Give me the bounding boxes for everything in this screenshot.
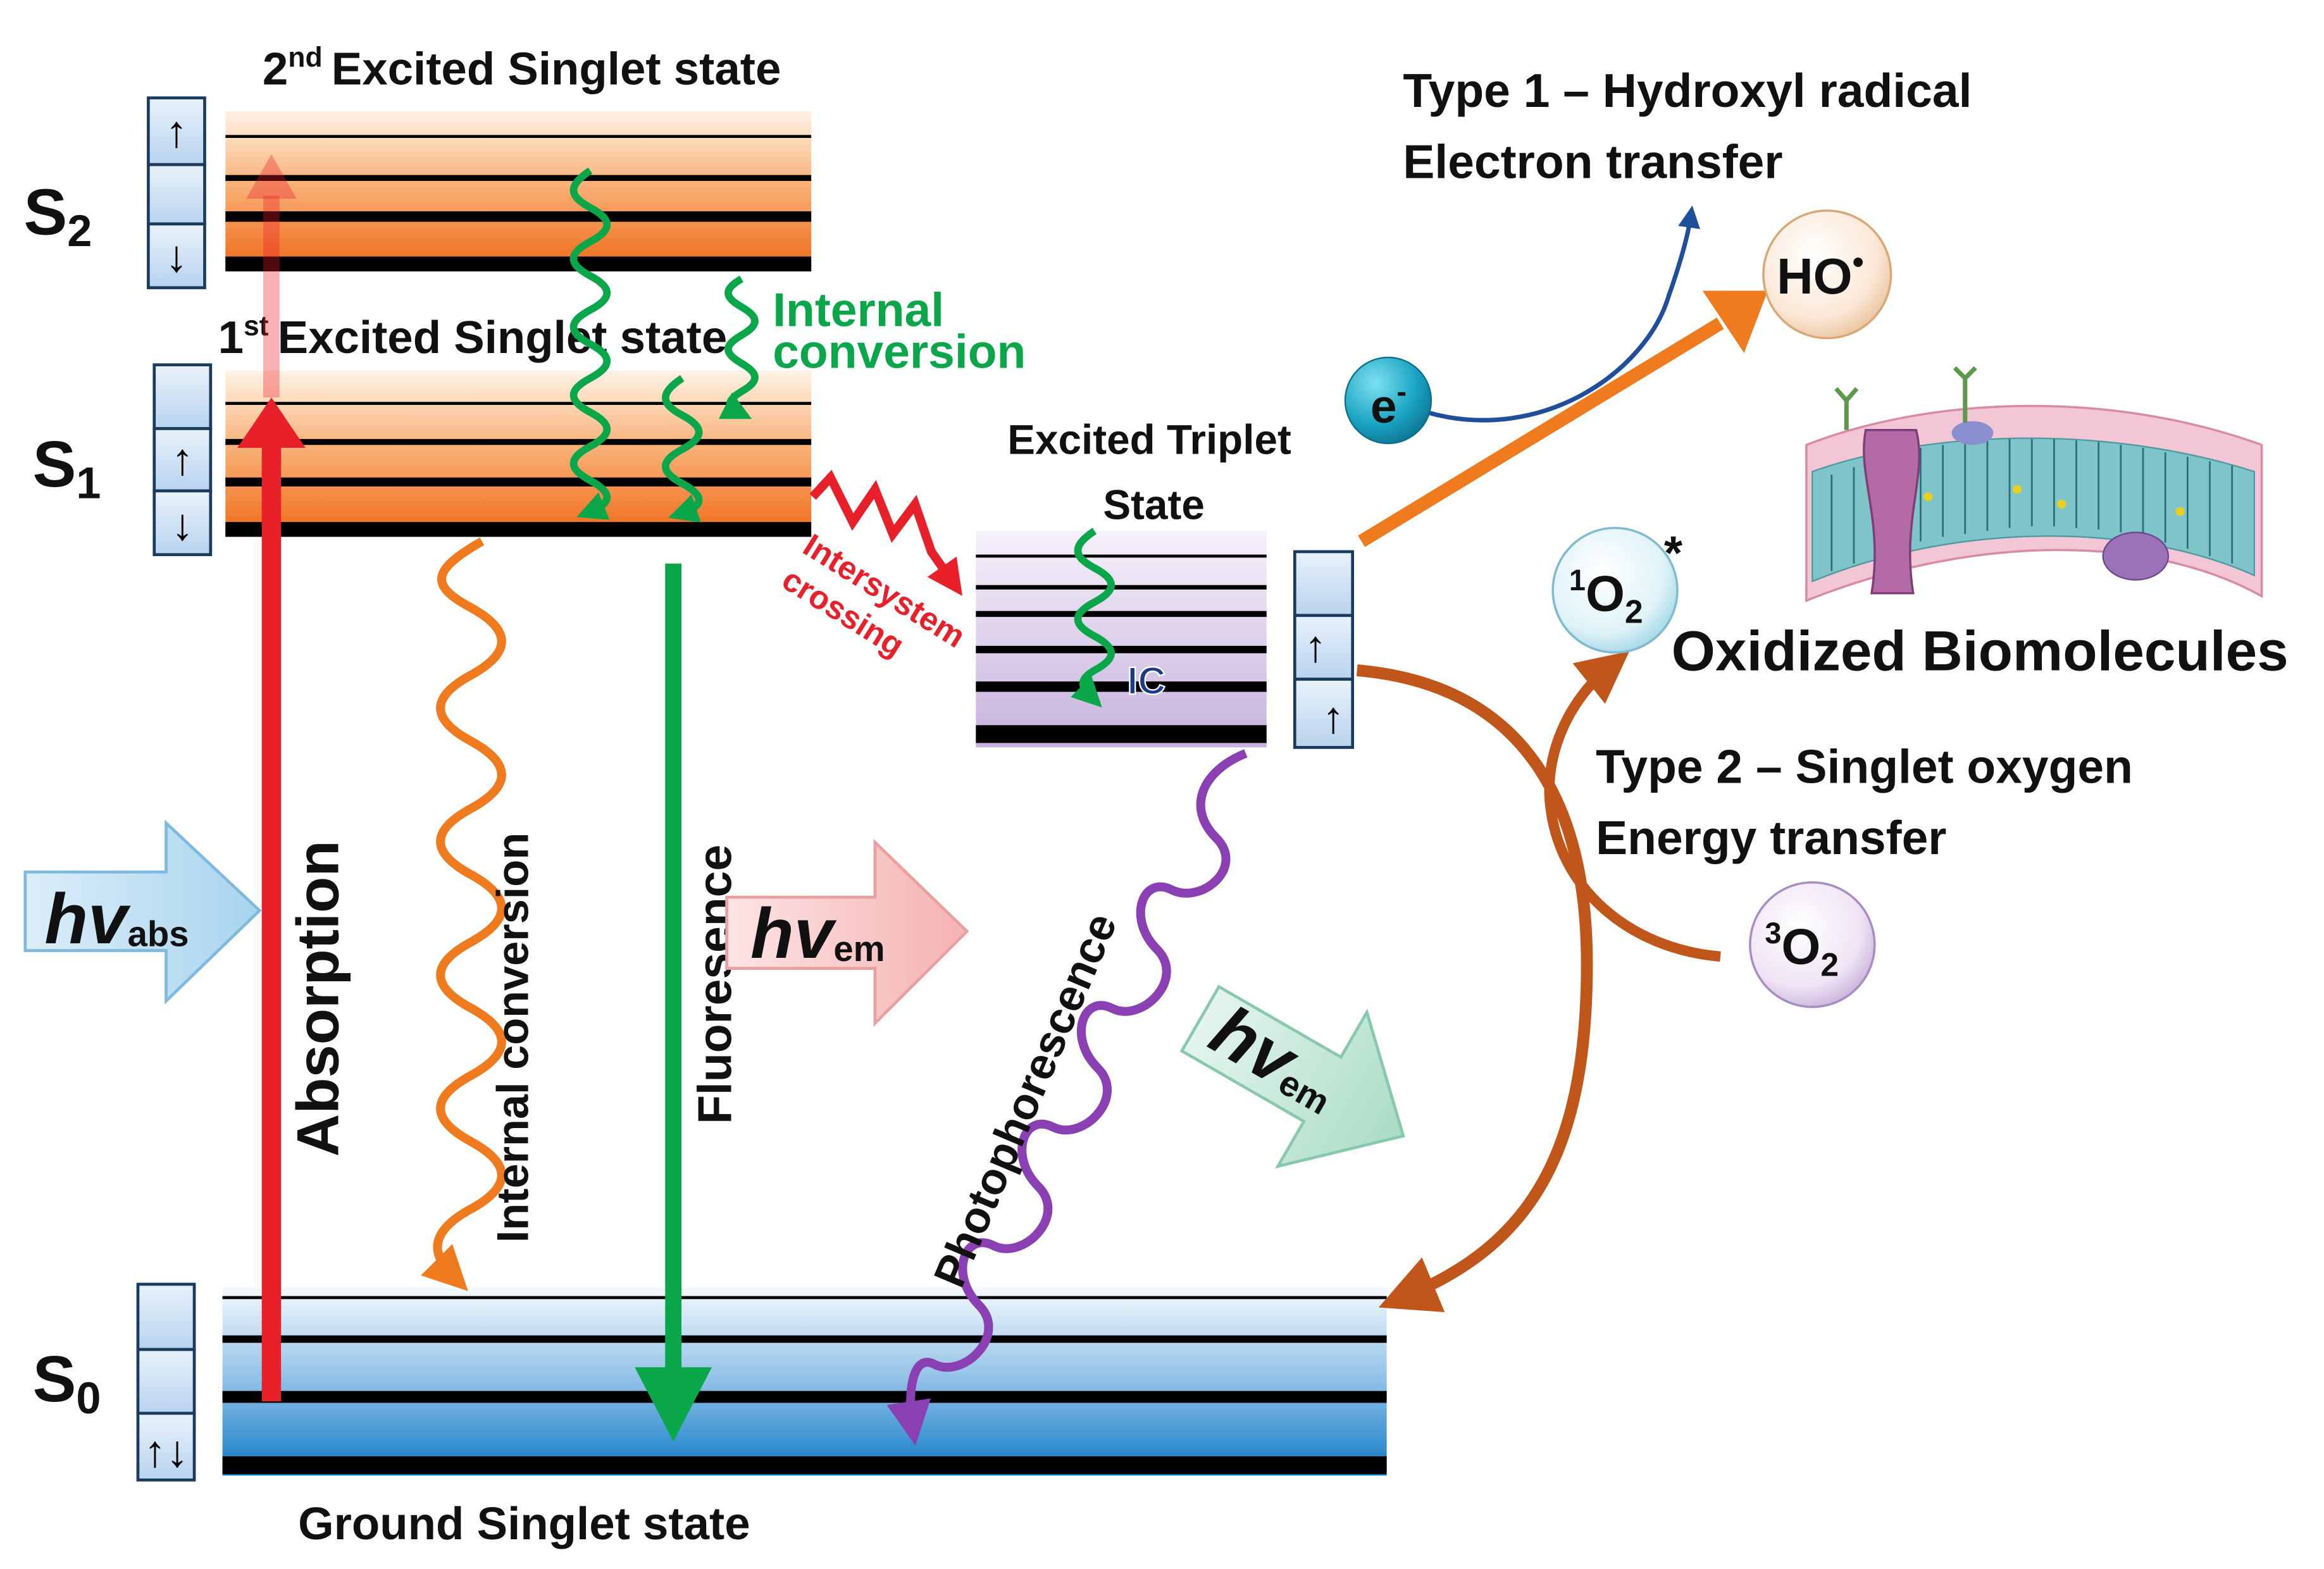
s2-spin-box: ↑ ↓	[147, 96, 206, 290]
s0-band	[222, 1287, 1387, 1476]
oxidized-biomolecules-label: Oxidized Biomolecules	[1672, 619, 2289, 683]
s0-title: Ground Singlet state	[298, 1498, 750, 1549]
triplet-ic-squiggle	[1071, 528, 1115, 708]
triplet-title-line2: State	[1103, 481, 1204, 528]
s1-symbol: S1	[33, 428, 101, 508]
electron-sphere: e-	[1344, 356, 1432, 445]
hv-emitted-phosphorescence-arrow: hvem	[1179, 984, 1405, 1169]
internal-conversion-squiggle	[421, 537, 506, 1291]
intersystem-crossing-label: Intersystem crossing	[776, 526, 979, 693]
electron-path	[1426, 205, 1701, 423]
type2-label: Type 2 – Singlet oxygen Energy transfer	[1596, 740, 2146, 865]
spin-up-icon: ↑	[171, 434, 194, 484]
fluorescence-label: Fluoresence	[688, 845, 742, 1124]
absorption-arrow	[237, 154, 306, 1402]
triplet-ic-label: IC	[1127, 659, 1165, 702]
internal-conversion-s2-squiggles	[569, 167, 759, 523]
svg-text:hvem: hvem	[750, 893, 885, 973]
s2-symbol: S2	[24, 175, 92, 256]
hv-emitted-fluorescence-arrow: hvem	[725, 838, 969, 1027]
cell-membrane-illustration	[1805, 366, 2263, 602]
spin-up-icon: ↑	[1322, 692, 1345, 742]
intersystem-crossing-arrow	[809, 469, 962, 596]
fluorescence-arrow	[635, 563, 712, 1442]
s2-band	[225, 111, 812, 271]
spin-up-icon: ↑	[165, 106, 187, 156]
phosphorescence-label: Photophorescence	[924, 906, 1126, 1294]
triplet-oxygen-sphere: 3O2	[1749, 881, 1876, 1008]
s0-symbol: S0	[33, 1343, 101, 1423]
svg-text:HO•: HO•	[1777, 243, 1864, 304]
hydroxyl-sphere: HO•	[1762, 209, 1892, 340]
spin-down-icon: ↓	[165, 231, 187, 281]
singlet-oxygen-star: *	[1664, 526, 1683, 580]
internal-conversion-vertical-label: Internal conversion	[487, 833, 537, 1243]
svg-text:e-: e-	[1370, 375, 1407, 433]
triplet-band	[976, 531, 1267, 748]
svg-text:hvabs: hvabs	[44, 879, 189, 958]
s1-spin-box: ↑ ↓	[152, 363, 213, 557]
spin-up-icon: ↑	[1305, 621, 1327, 671]
spin-down-icon: ↓	[171, 499, 194, 549]
singlet-oxygen-sphere: 1O2 *	[1551, 526, 1683, 654]
triplet-spin-box: ↑ ↑	[1293, 550, 1355, 749]
absorption-label: Absorption	[284, 840, 351, 1157]
phosphorescence-squiggle	[886, 749, 1248, 1446]
type1-arrow	[1358, 290, 1768, 547]
type1-label: Type 1 – Hydroxyl radical Electron trans…	[1403, 64, 1985, 189]
spin-pair-icon: ↑↓	[144, 1426, 188, 1476]
s0-spin-box: ↑↓	[136, 1282, 196, 1482]
s1-band	[225, 371, 812, 537]
type2-curve	[1356, 651, 1721, 1312]
internal-conversion-top-label: Internal conversion	[773, 283, 1026, 378]
triplet-title-line1: Excited Triplet	[1007, 416, 1291, 462]
svg-text:3O2: 3O2	[1765, 917, 1839, 983]
svg-text:1O2: 1O2	[1569, 564, 1643, 630]
hv-absorbed-arrow: hvabs	[23, 819, 262, 1005]
